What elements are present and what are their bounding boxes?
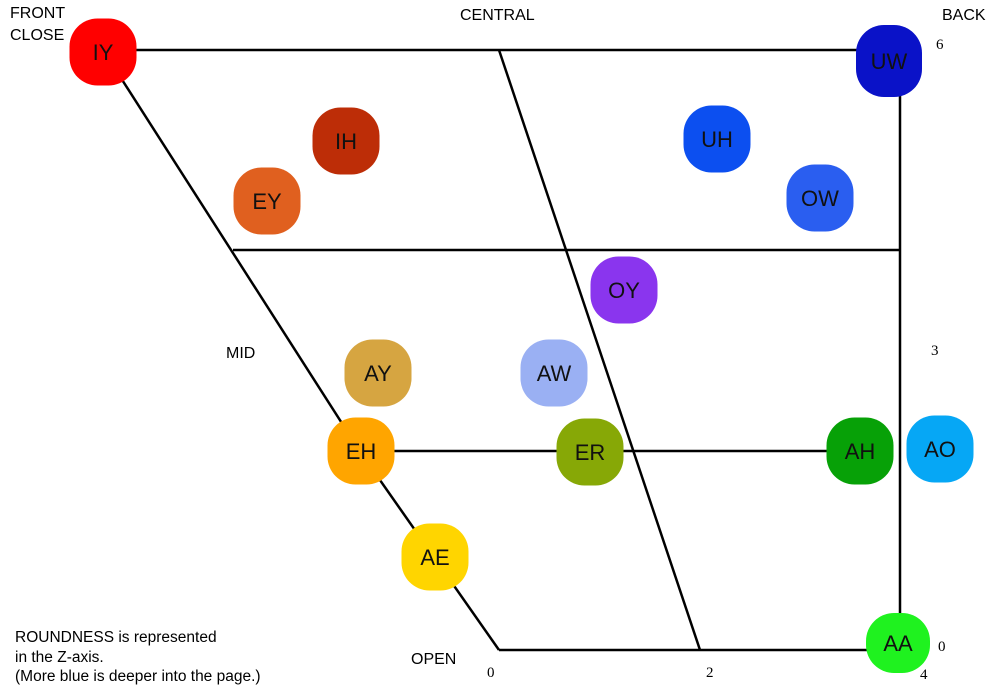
vowel-node-aw: AW bbox=[520, 339, 588, 407]
front-label: FRONT bbox=[10, 5, 66, 22]
vowel-node-ah: AH bbox=[826, 417, 894, 485]
vowel-node-label: AE bbox=[420, 545, 449, 570]
vowel-node-uw: UW bbox=[856, 25, 922, 97]
front-diagonal-upper bbox=[101, 49, 363, 454]
vowel-node-eh: EH bbox=[327, 417, 395, 485]
vowel-node-shape bbox=[344, 339, 412, 407]
roundness-note: ROUNDNESS is represented in the Z-axis. … bbox=[15, 628, 261, 687]
vowel-node-label: AW bbox=[537, 361, 572, 386]
vowel-node-oy: OY bbox=[590, 256, 658, 324]
vowel-node-label: IH bbox=[335, 129, 357, 154]
chart-lines bbox=[101, 48, 902, 652]
scale-4-label: 4 bbox=[920, 667, 928, 683]
vowel-node-label: OY bbox=[608, 278, 640, 303]
vowel-node-label: ER bbox=[575, 440, 606, 465]
vowel-node-shape bbox=[556, 418, 624, 486]
vowel-node-label: EH bbox=[346, 439, 377, 464]
vowel-node-ih: IH bbox=[312, 107, 380, 175]
vowel-node-ay: AY bbox=[344, 339, 412, 407]
vowel-node-label: EY bbox=[252, 189, 282, 214]
vowel-node-shape bbox=[590, 256, 658, 324]
vowel-node-shape bbox=[327, 417, 395, 485]
vowel-node-label: UH bbox=[701, 127, 733, 152]
vowel-node-shape bbox=[520, 339, 588, 407]
scale-0-bottom-label: 0 bbox=[487, 665, 495, 681]
vowel-node-ae: AE bbox=[401, 523, 469, 591]
vowel-node-aa: AA bbox=[866, 613, 930, 673]
vowel-node-ao: AO bbox=[906, 415, 974, 483]
vowel-node-uh: UH bbox=[683, 105, 751, 173]
vowel-node-label: IY bbox=[93, 40, 114, 65]
scale-2-label: 2 bbox=[706, 665, 714, 681]
roundness-note-line-2: in the Z-axis. bbox=[15, 648, 104, 666]
vowel-node-shape bbox=[312, 107, 380, 175]
vowel-node-shape bbox=[786, 164, 854, 232]
vowel-node-er: ER bbox=[556, 418, 624, 486]
vowel-node-shape bbox=[683, 105, 751, 173]
vowel-node-label: OW bbox=[801, 186, 839, 211]
scale-6-label: 6 bbox=[936, 37, 944, 53]
close-label: CLOSE bbox=[10, 27, 65, 44]
vowel-node-ey: EY bbox=[233, 167, 301, 235]
scale-0-right-label: 0 bbox=[938, 639, 946, 655]
vowel-node-label: AA bbox=[883, 631, 913, 656]
central-label: CENTRAL bbox=[460, 7, 535, 24]
vowel-node-shape bbox=[826, 417, 894, 485]
mid-label: MID bbox=[226, 345, 256, 362]
vowel-nodes: IY IH EY UW UH OW OY AY AW EH ER AH AO AE AA bbox=[69, 18, 974, 673]
vowel-node-label: AO bbox=[924, 437, 956, 462]
roundness-note-line-1: ROUNDNESS is represented bbox=[15, 629, 217, 646]
vowel-node-shape bbox=[906, 415, 974, 483]
vowel-node-label: AH bbox=[845, 439, 876, 464]
vowel-node-ow: OW bbox=[786, 164, 854, 232]
vowel-node-iy: IY bbox=[69, 18, 137, 86]
vowel-node-shape bbox=[69, 18, 137, 86]
vowel-node-label: UW bbox=[871, 49, 908, 74]
vowel-node-shape bbox=[856, 25, 922, 97]
central-diagonal bbox=[497, 49, 702, 651]
vowel-node-shape bbox=[233, 167, 301, 235]
vowel-node-shape bbox=[401, 523, 469, 591]
open-label: OPEN bbox=[411, 651, 457, 668]
scale-3-label: 3 bbox=[931, 343, 939, 359]
vowel-node-shape bbox=[866, 613, 930, 673]
roundness-note-line-3: (More blue is deeper into the page.) bbox=[15, 668, 261, 685]
vowel-node-label: AY bbox=[364, 361, 392, 386]
back-label: BACK bbox=[942, 7, 986, 24]
